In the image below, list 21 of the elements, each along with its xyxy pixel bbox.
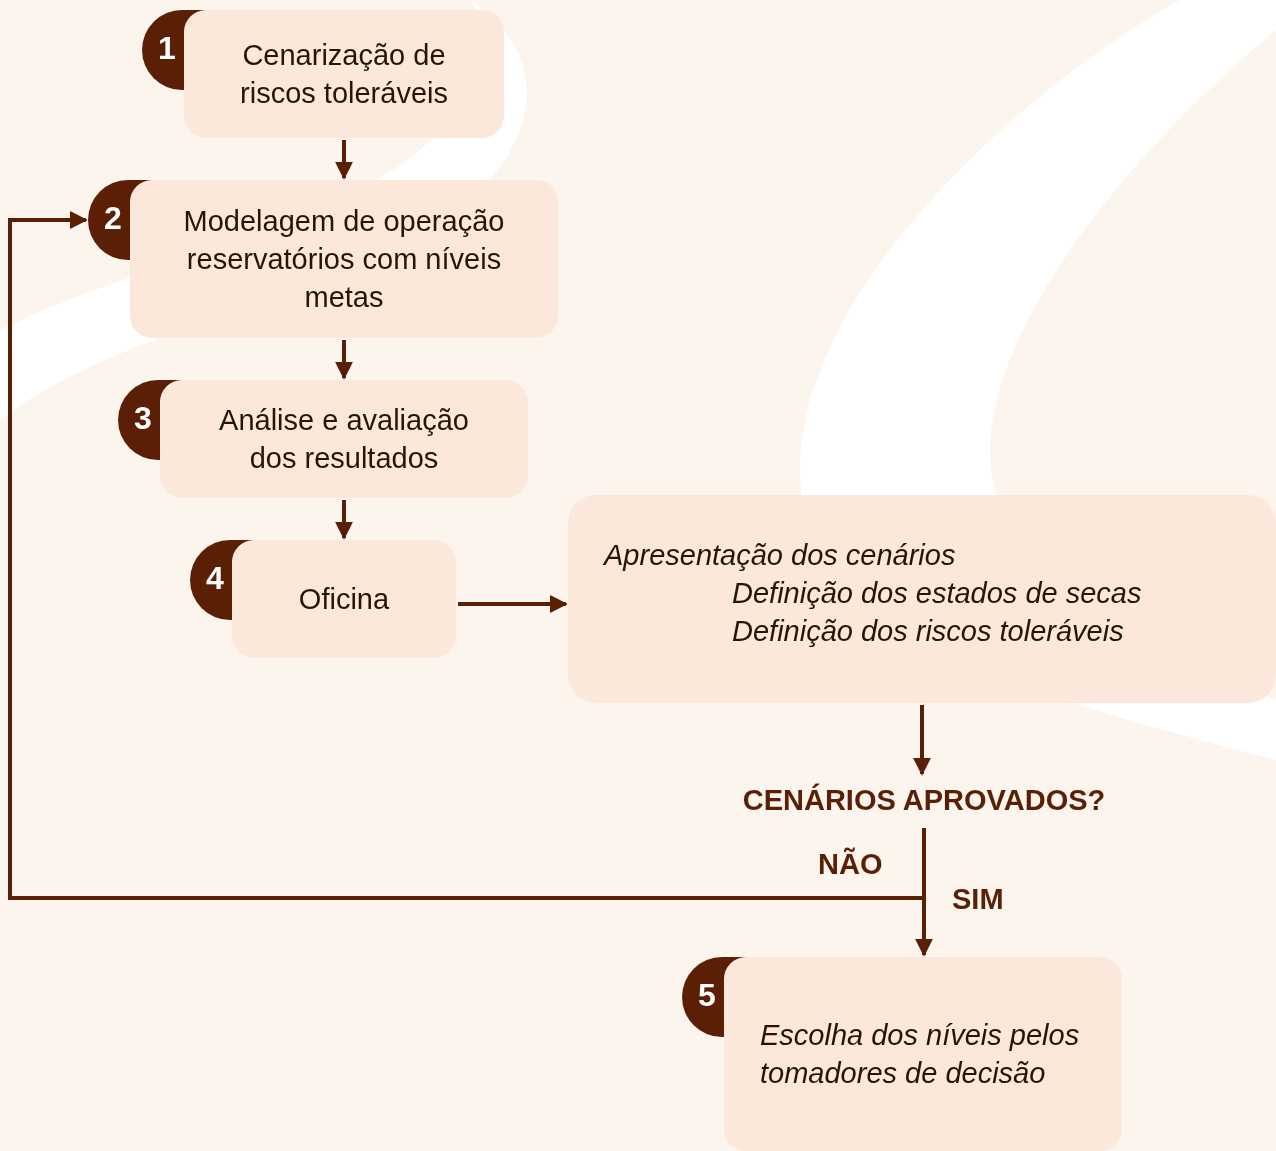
step-number: 3 xyxy=(133,399,153,438)
outcome-item: Definição dos riscos toleráveis xyxy=(732,614,1125,649)
step-number: 5 xyxy=(697,976,717,1015)
step-number: 1 xyxy=(157,29,177,68)
outcome-box xyxy=(568,495,1276,703)
arrow xyxy=(913,705,931,776)
step-label: Escolha dos níveis pelos tomadores de decisão xyxy=(760,1018,1081,1091)
arrow xyxy=(458,595,568,613)
step-label: Modelagem de operação reservatórios com níveis metas xyxy=(182,204,506,315)
step-number: 4 xyxy=(205,559,225,598)
arrow xyxy=(335,340,353,380)
arrow xyxy=(335,500,353,540)
step-label: Oficina xyxy=(298,582,390,617)
step-label: Análise e avaliação dos resultados xyxy=(218,403,470,476)
arrow xyxy=(335,140,353,180)
outcome-item: Definição dos estados de secas xyxy=(732,576,1143,611)
step-label: Cenarização de riscos toleráveis xyxy=(239,38,449,111)
decision-question: CENÁRIOS APROVADOS? xyxy=(700,776,1148,826)
outcome-item: Apresentação dos cenários xyxy=(604,538,957,573)
step-number: 2 xyxy=(103,199,123,238)
arrow xyxy=(915,828,933,957)
